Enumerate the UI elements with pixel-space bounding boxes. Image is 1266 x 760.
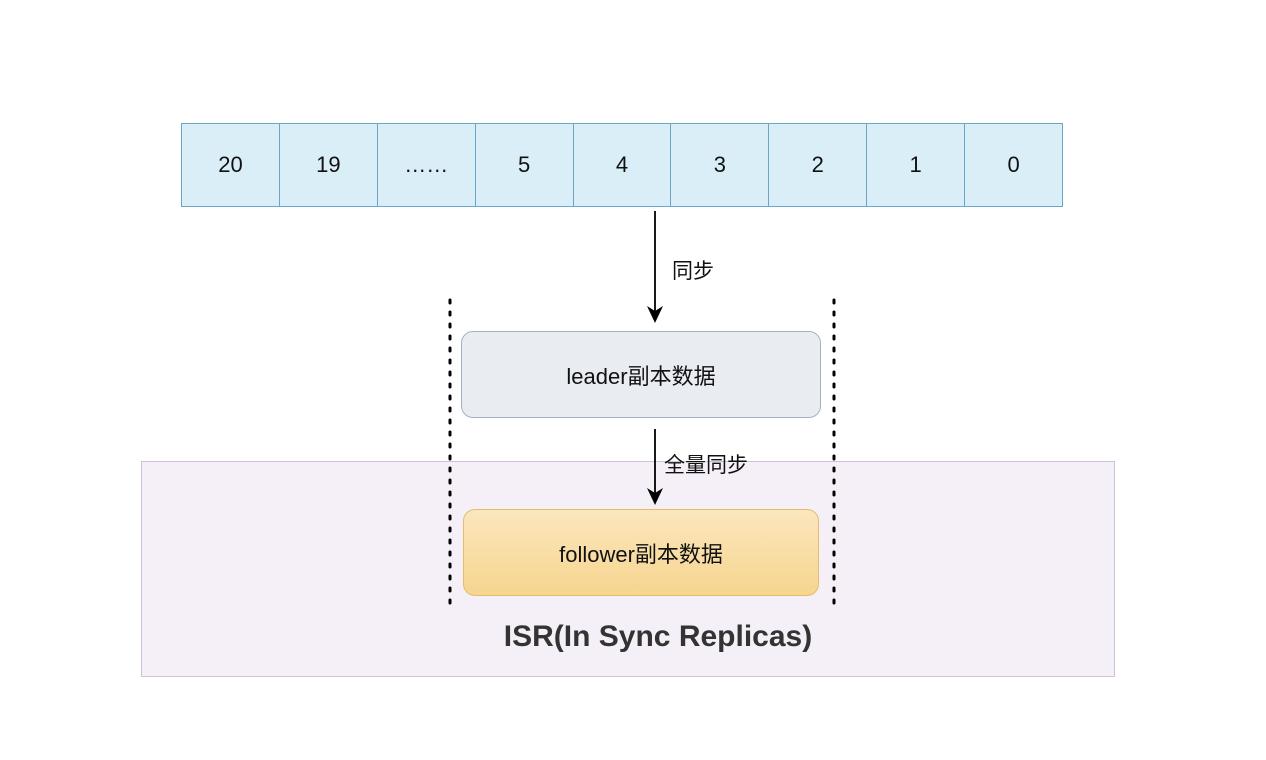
leader-replica-box: leader副本数据 — [461, 331, 821, 418]
full-sync-arrow-head — [647, 488, 663, 505]
log-cell: 20 — [182, 124, 280, 206]
sync-arrow-label: 同步 — [672, 260, 714, 283]
log-cell: 19 — [279, 124, 378, 206]
isr-group-label: ISR(In Sync Replicas) — [503, 620, 813, 653]
log-cell: 2 — [769, 124, 868, 206]
log-cell: 1 — [867, 124, 966, 206]
log-cell: 3 — [671, 124, 770, 206]
log-cell: 5 — [475, 124, 574, 206]
log-cell: 4 — [573, 124, 672, 206]
leader-replica-label: leader副本数据 — [566, 363, 716, 389]
log-cell: 0 — [965, 124, 1063, 206]
follower-replica-label: follower副本数据 — [559, 541, 723, 567]
log-offset-row: 20 19 …… 5 4 3 2 1 0 — [181, 123, 1063, 207]
sync-arrow-head — [647, 306, 663, 323]
full-sync-arrow-label: 全量同步 — [664, 454, 748, 477]
log-cell: …… — [377, 124, 476, 206]
follower-replica-box: follower副本数据 — [463, 509, 819, 596]
